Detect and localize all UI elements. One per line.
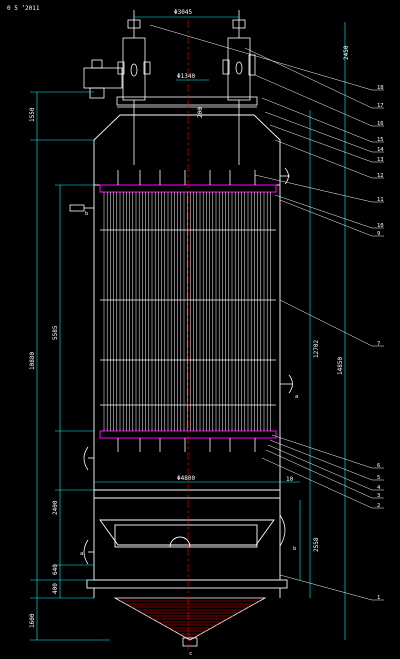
nozzle-mark-a1: a — [295, 394, 298, 400]
callout-number: 14 — [377, 147, 384, 153]
dim-bundle-height: 5585 — [52, 325, 59, 340]
callout-leaders — [149, 24, 384, 601]
leader-line — [265, 449, 373, 499]
callout-number: 7 — [377, 341, 380, 347]
drawing-title: 0 5 ‘2011 — [7, 5, 40, 12]
callout-number: 10 — [377, 223, 384, 229]
dim-overall-right: 14850 — [337, 357, 344, 375]
callout-number: 18 — [377, 85, 384, 91]
side-nozzles — [69, 167, 293, 565]
dim-head-offset: 200 — [197, 107, 204, 118]
leader-line — [269, 124, 373, 163]
dim-lower-right-small: 10 — [286, 476, 294, 483]
callout-labels: 18 17 16 15 14 13 12 11 10 9 7 6 5 4 3 2 1 — [377, 85, 384, 601]
conical-bottom — [113, 597, 267, 647]
leader-line — [271, 434, 373, 469]
leader-line — [269, 439, 373, 481]
nozzle-mark-b2: b — [85, 211, 88, 217]
callout-number: 16 — [377, 121, 384, 127]
dim-overall-left: 10880 — [29, 352, 36, 370]
leader-line — [279, 299, 373, 347]
leader-line — [254, 74, 373, 127]
leader-line — [261, 97, 373, 143]
dim-cone-right: 2558 — [313, 537, 320, 552]
callout-number: 4 — [377, 485, 381, 491]
dim-head-width: Φ1340 — [177, 73, 195, 80]
leader-line — [149, 24, 373, 91]
header-pipe — [116, 96, 258, 108]
right-top-head — [222, 10, 256, 165]
dim-top-width: Φ3045 — [174, 9, 192, 16]
callout-number: 17 — [377, 103, 384, 109]
nozzle-mark-a2: a — [80, 551, 83, 557]
callout-number: 6 — [377, 463, 380, 469]
callout-number: 2 — [377, 503, 380, 509]
dim-lower-left-1: 2400 — [52, 500, 59, 515]
callout-number: 12 — [377, 173, 384, 179]
callout-number: 11 — [377, 197, 384, 203]
leader-line — [264, 111, 373, 153]
callout-number: 1 — [377, 595, 380, 601]
left-top-head — [83, 10, 151, 165]
leader-line — [261, 457, 373, 509]
callout-number: 13 — [377, 157, 384, 163]
tube-bundle — [103, 192, 271, 431]
leader-line — [279, 574, 373, 601]
dim-cone-height: 1600 — [29, 613, 36, 628]
dim-upper-left: 1550 — [29, 107, 36, 122]
dim-lower-left-2: 640 — [52, 564, 59, 575]
callout-number: 3 — [377, 493, 380, 499]
dim-top-height: 2450 — [343, 45, 350, 60]
callout-number: 15 — [377, 137, 384, 143]
dim-right-mid: 12702 — [313, 340, 320, 358]
dim-diameter-lower: Φ4800 — [177, 475, 195, 482]
leader-line — [254, 174, 373, 203]
nozzle-mark-c: c — [189, 651, 192, 657]
callout-number: 5 — [377, 475, 380, 481]
leader-line — [279, 199, 373, 237]
dim-lower-left-3: 400 — [52, 583, 59, 594]
callout-number: 9 — [377, 231, 380, 237]
leader-line — [267, 444, 373, 491]
dimension-lines — [30, 16, 346, 641]
leader-line — [274, 139, 373, 179]
leader-line — [244, 47, 373, 109]
nozzle-mark-b1: b — [293, 546, 296, 552]
leader-line — [274, 194, 373, 229]
